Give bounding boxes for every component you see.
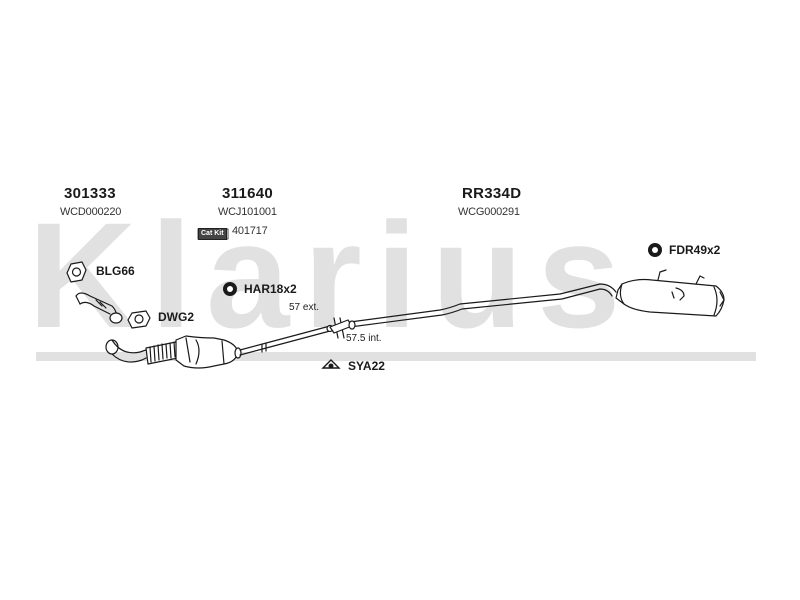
- har-hanger-label: HAR18x2: [244, 282, 297, 296]
- cat-kit-badge: Cat Kit: [198, 228, 227, 240]
- catalytic-converter-shape: [175, 335, 242, 369]
- fdr-hanger-label: FDR49x2: [669, 243, 721, 257]
- front-pipe-shape: [105, 339, 179, 365]
- catalyst-part-number: 311640: [222, 185, 274, 202]
- cat-kit-number: 401717: [232, 225, 268, 237]
- watermark-underline: [36, 352, 756, 361]
- rear-silencer-shape: [615, 269, 725, 317]
- catalyst-ref: WCJ101001: [218, 206, 277, 218]
- rear-silencer-part-number: RR334D: [462, 185, 522, 202]
- front-pipe-ref: WCD000220: [60, 206, 122, 218]
- blg-gasket-shape: [66, 261, 87, 283]
- sya-clamp-label: SYA22: [348, 359, 385, 373]
- internal-diameter-label: 57.5 int.: [346, 333, 382, 344]
- rear-silencer-ref: WCG000291: [458, 206, 520, 218]
- dwg-gasket-shape: [127, 310, 151, 329]
- brand-watermark: Klarius: [28, 191, 635, 359]
- intermediate-pipe-shape: [239, 324, 334, 356]
- fdr-hanger-icon: [648, 243, 662, 257]
- external-diameter-label: 57 ext.: [289, 302, 320, 313]
- dwg-gasket-label: DWG2: [158, 310, 194, 324]
- manifold-pipe-shape: [75, 292, 123, 324]
- rear-pipe-shape: [348, 283, 617, 330]
- sya-clamp-icon: [321, 359, 341, 369]
- blg-gasket-label: BLG66: [96, 264, 135, 278]
- front-pipe-part-number: 301333: [64, 185, 116, 202]
- har-hanger-icon: [223, 282, 237, 296]
